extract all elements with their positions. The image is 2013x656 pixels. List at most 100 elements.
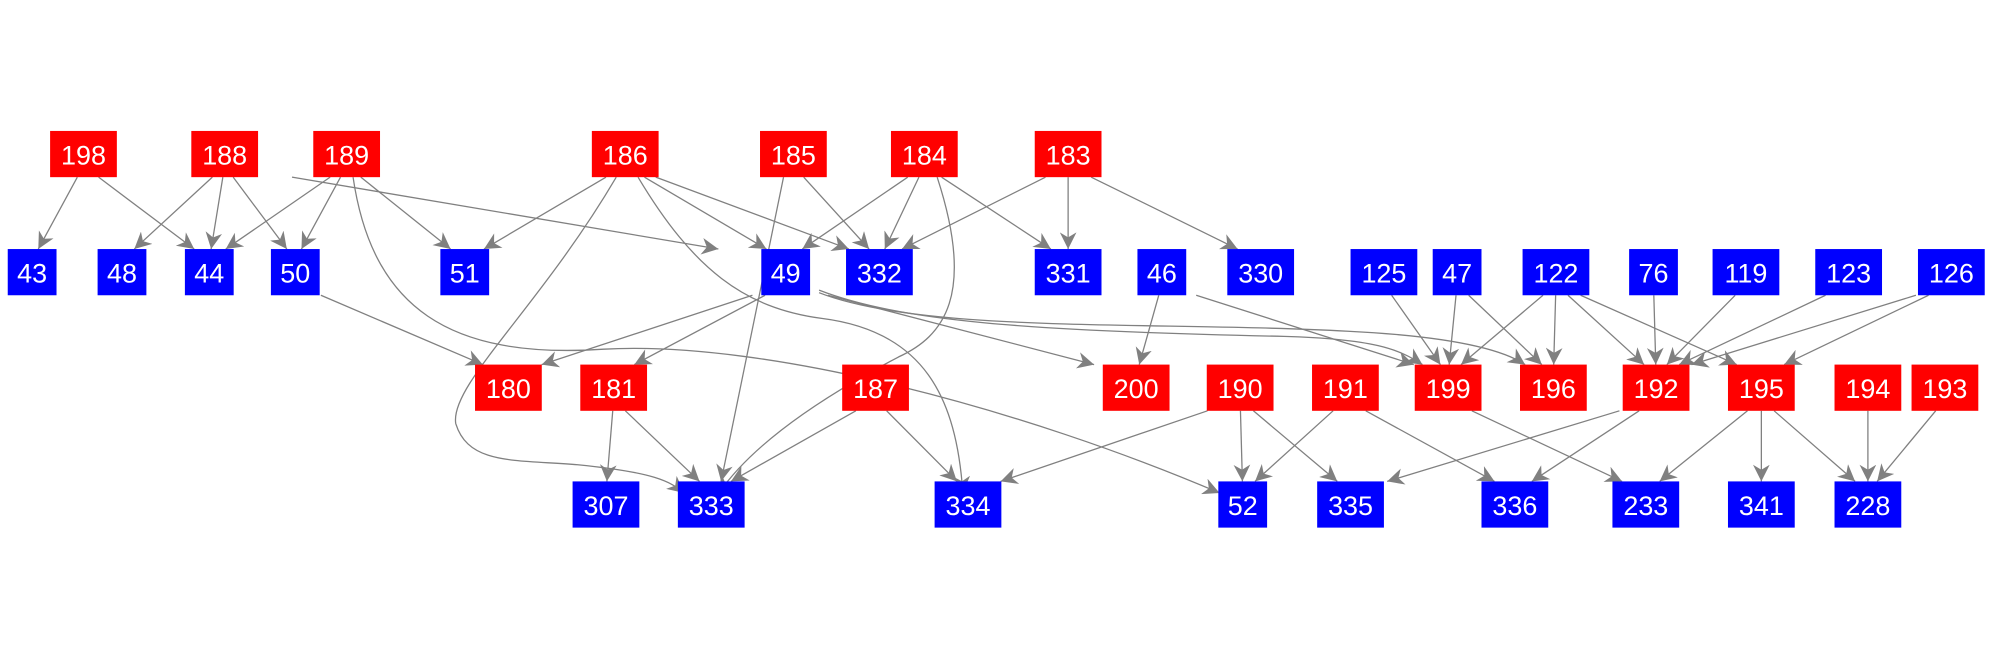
node-336[interactable]: 336 bbox=[1481, 481, 1549, 528]
edge-181-to-333 bbox=[624, 410, 700, 482]
node-box bbox=[1350, 249, 1418, 296]
node-180[interactable]: 180 bbox=[475, 364, 542, 411]
node-198[interactable]: 198 bbox=[50, 130, 117, 178]
node-label: 48 bbox=[107, 258, 137, 288]
edge-119-to-192 bbox=[1666, 294, 1736, 366]
edge-122-to-192 bbox=[1567, 294, 1645, 366]
node-label: 334 bbox=[946, 491, 991, 521]
node-76[interactable]: 76 bbox=[1629, 249, 1678, 296]
node-label: 331 bbox=[1046, 258, 1091, 288]
node-43[interactable]: 43 bbox=[7, 249, 57, 296]
node-330[interactable]: 330 bbox=[1227, 249, 1295, 296]
node-122[interactable]: 122 bbox=[1522, 249, 1590, 296]
node-331[interactable]: 331 bbox=[1034, 249, 1102, 296]
node-46[interactable]: 46 bbox=[1137, 249, 1187, 296]
node-196[interactable]: 196 bbox=[1520, 364, 1587, 411]
node-228[interactable]: 228 bbox=[1834, 481, 1902, 528]
node-188[interactable]: 188 bbox=[191, 130, 259, 178]
edge-191-to-336 bbox=[1365, 410, 1495, 482]
node-185[interactable]: 185 bbox=[760, 130, 827, 178]
node-box bbox=[1218, 481, 1268, 528]
edge-188-to-48 bbox=[133, 176, 213, 250]
node-box bbox=[1102, 364, 1170, 411]
node-label: 333 bbox=[689, 491, 734, 521]
node-48[interactable]: 48 bbox=[97, 249, 147, 296]
node-194[interactable]: 194 bbox=[1834, 364, 1902, 411]
node-box bbox=[846, 249, 913, 296]
node-label: 193 bbox=[1922, 374, 1967, 404]
node-label: 198 bbox=[61, 140, 106, 170]
node-126[interactable]: 126 bbox=[1917, 249, 1985, 296]
node-label: 180 bbox=[486, 374, 531, 404]
node-190[interactable]: 190 bbox=[1206, 364, 1274, 411]
node-label: 187 bbox=[853, 374, 898, 404]
node-box bbox=[1520, 364, 1587, 411]
node-label: 47 bbox=[1442, 258, 1472, 288]
node-307[interactable]: 307 bbox=[572, 481, 640, 528]
node-186[interactable]: 186 bbox=[591, 130, 659, 178]
edge-189-to-44 bbox=[225, 176, 331, 250]
node-192[interactable]: 192 bbox=[1622, 364, 1690, 411]
node-box bbox=[580, 364, 648, 411]
node-334[interactable]: 334 bbox=[934, 481, 1002, 528]
node-332[interactable]: 332 bbox=[846, 249, 913, 296]
node-label: 122 bbox=[1533, 258, 1578, 288]
node-125[interactable]: 125 bbox=[1350, 249, 1418, 296]
edges-layer bbox=[37, 176, 1937, 495]
edge-181-to-307 bbox=[599, 410, 617, 482]
edge-46-to-199 bbox=[1195, 294, 1414, 368]
edge-49-to-199 bbox=[818, 289, 1423, 366]
edge-184-to-332 bbox=[884, 176, 920, 250]
node-183[interactable]: 183 bbox=[1034, 130, 1102, 178]
node-label: 200 bbox=[1114, 374, 1159, 404]
node-195[interactable]: 195 bbox=[1727, 364, 1795, 411]
edge-187-to-334 bbox=[886, 410, 958, 482]
node-box bbox=[1834, 364, 1902, 411]
node-119[interactable]: 119 bbox=[1712, 249, 1780, 296]
node-label: 119 bbox=[1724, 258, 1767, 288]
node-49[interactable]: 49 bbox=[761, 249, 811, 296]
node-box bbox=[475, 364, 542, 411]
node-box bbox=[97, 249, 147, 296]
node-label: 43 bbox=[17, 258, 47, 288]
node-box bbox=[1815, 249, 1883, 296]
node-335[interactable]: 335 bbox=[1317, 481, 1384, 528]
edge-199-to-233 bbox=[1471, 410, 1623, 482]
node-box bbox=[1481, 481, 1549, 528]
node-47[interactable]: 47 bbox=[1432, 249, 1482, 296]
node-box bbox=[1629, 249, 1678, 296]
node-333[interactable]: 333 bbox=[677, 481, 745, 528]
node-193[interactable]: 193 bbox=[1911, 364, 1979, 411]
edge-191-to-52 bbox=[1254, 410, 1334, 482]
node-box bbox=[1727, 364, 1795, 411]
node-box bbox=[1312, 364, 1379, 411]
node-label: 228 bbox=[1845, 491, 1890, 521]
node-191[interactable]: 191 bbox=[1312, 364, 1379, 411]
node-233[interactable]: 233 bbox=[1612, 481, 1680, 528]
edge-190-to-52 bbox=[1233, 410, 1251, 482]
node-50[interactable]: 50 bbox=[270, 249, 320, 296]
edge-184-to-333 bbox=[718, 176, 956, 494]
node-label: 330 bbox=[1238, 258, 1283, 288]
node-200[interactable]: 200 bbox=[1102, 364, 1170, 411]
edge-186-to-49 bbox=[644, 176, 767, 250]
node-189[interactable]: 189 bbox=[313, 130, 381, 178]
node-184[interactable]: 184 bbox=[890, 130, 958, 178]
node-52[interactable]: 52 bbox=[1218, 481, 1268, 528]
edge-183-to-330 bbox=[1090, 176, 1238, 250]
node-341[interactable]: 341 bbox=[1727, 481, 1795, 528]
node-label: 49 bbox=[771, 258, 801, 288]
node-44[interactable]: 44 bbox=[184, 249, 234, 296]
node-187[interactable]: 187 bbox=[842, 364, 909, 411]
node-box bbox=[1622, 364, 1690, 411]
node-label: 336 bbox=[1492, 491, 1537, 521]
node-label: 196 bbox=[1531, 374, 1576, 404]
edge-192-to-336 bbox=[1531, 410, 1640, 482]
edge-47-to-196 bbox=[1468, 294, 1543, 366]
node-181[interactable]: 181 bbox=[580, 364, 648, 411]
edge-195-to-228 bbox=[1773, 410, 1856, 482]
edge-49-to-180 bbox=[541, 294, 753, 368]
node-199[interactable]: 199 bbox=[1414, 364, 1482, 411]
node-51[interactable]: 51 bbox=[440, 249, 490, 296]
node-123[interactable]: 123 bbox=[1815, 249, 1883, 296]
